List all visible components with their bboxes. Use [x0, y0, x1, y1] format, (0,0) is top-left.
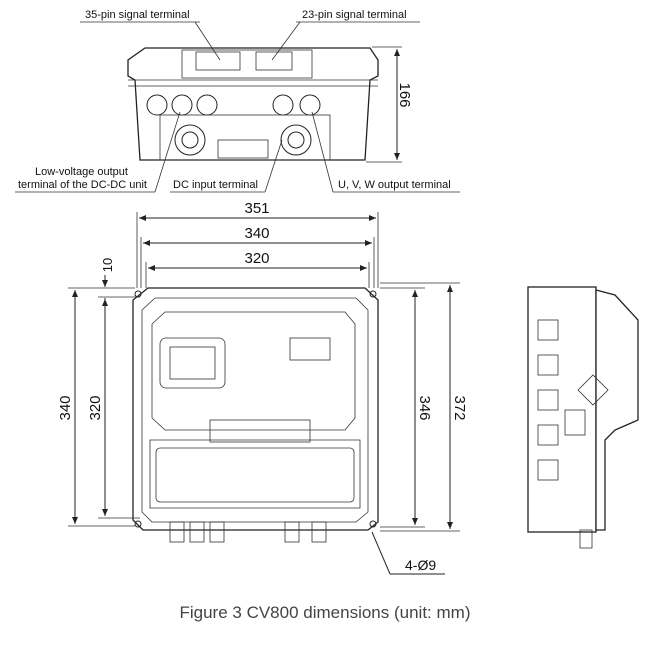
label-uvw-output-terminal: U, V, W output terminal: [338, 179, 451, 191]
dim-width-320: 320: [244, 250, 269, 267]
label-low-voltage-line2: terminal of the DC-DC unit: [18, 179, 147, 191]
label-dc-input-terminal: DC input terminal: [173, 179, 258, 191]
side-view: [527, 286, 639, 549]
top-glands: [146, 94, 331, 161]
23-pin-connector: [255, 51, 293, 71]
label-35-pin-signal-terminal: 35-pin signal terminal: [85, 9, 190, 21]
callouts: 35-pin signal terminal 23-pin signal ter…: [15, 9, 460, 193]
dim-width-340: 340: [244, 225, 269, 242]
front-view: 351 340 320 340 320 10 346 372 4-Ø9: [57, 200, 468, 575]
bottom-glands: [169, 521, 327, 543]
dim-left-320: 320: [87, 395, 104, 420]
dim-offset-10: 10: [100, 258, 115, 272]
dim-right-346: 346: [416, 395, 433, 420]
label-mounting-holes: 4-Ø9: [405, 557, 436, 573]
dim-right-372: 372: [451, 395, 468, 420]
dim-left-340: 340: [57, 395, 74, 420]
label-low-voltage-line1: Low-voltage output: [35, 166, 128, 178]
top-view: 166: [127, 46, 413, 163]
35-pin-connector: [195, 51, 241, 71]
figure-caption: Figure 3 CV800 dimensions (unit: mm): [179, 603, 471, 622]
label-23-pin-signal-terminal: 23-pin signal terminal: [302, 9, 407, 21]
dim-height-166: 166: [396, 82, 413, 107]
dim-width-351: 351: [244, 200, 269, 217]
